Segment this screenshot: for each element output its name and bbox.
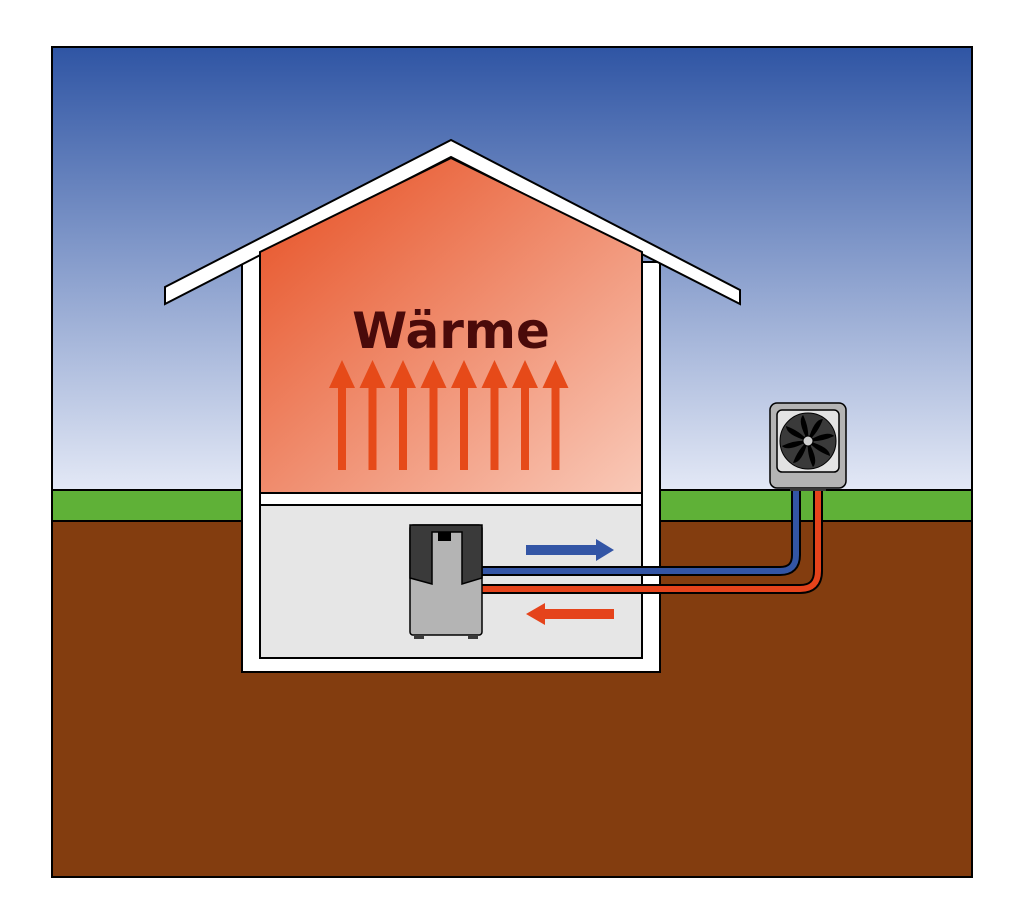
fan-blade — [786, 426, 808, 441]
arrow-up-icon — [420, 360, 447, 470]
fan-blade — [808, 433, 835, 442]
arrow-up-icon — [359, 360, 386, 470]
arrow-up-icon — [329, 360, 355, 470]
display-panel — [438, 532, 451, 541]
arrow-up-icon — [451, 360, 477, 470]
refrigerant-pipes — [480, 488, 823, 594]
fan-blade — [808, 419, 823, 441]
indoor-unit — [409, 524, 483, 639]
fan-blade — [793, 441, 808, 463]
arrow-up-icon — [390, 360, 416, 470]
fan-blade — [800, 414, 809, 441]
roof — [164, 138, 741, 306]
fan-hub — [802, 435, 814, 447]
heat-label: Wärme — [352, 302, 550, 360]
outdoor-unit — [769, 402, 847, 491]
fan-icon — [779, 412, 837, 470]
arrow-left-icon — [526, 603, 614, 625]
arrow-up-icon — [481, 360, 508, 470]
arrow-right-icon — [526, 539, 614, 561]
fan-blade — [807, 441, 816, 468]
floor-slab — [259, 492, 643, 506]
arrow-up-icon — [512, 360, 538, 470]
fan-blade — [808, 441, 830, 456]
living-space — [259, 156, 643, 494]
heat-arrows — [329, 360, 569, 470]
frame-border — [51, 46, 973, 878]
arrow-up-icon — [542, 360, 569, 470]
fan-blade — [781, 440, 809, 449]
